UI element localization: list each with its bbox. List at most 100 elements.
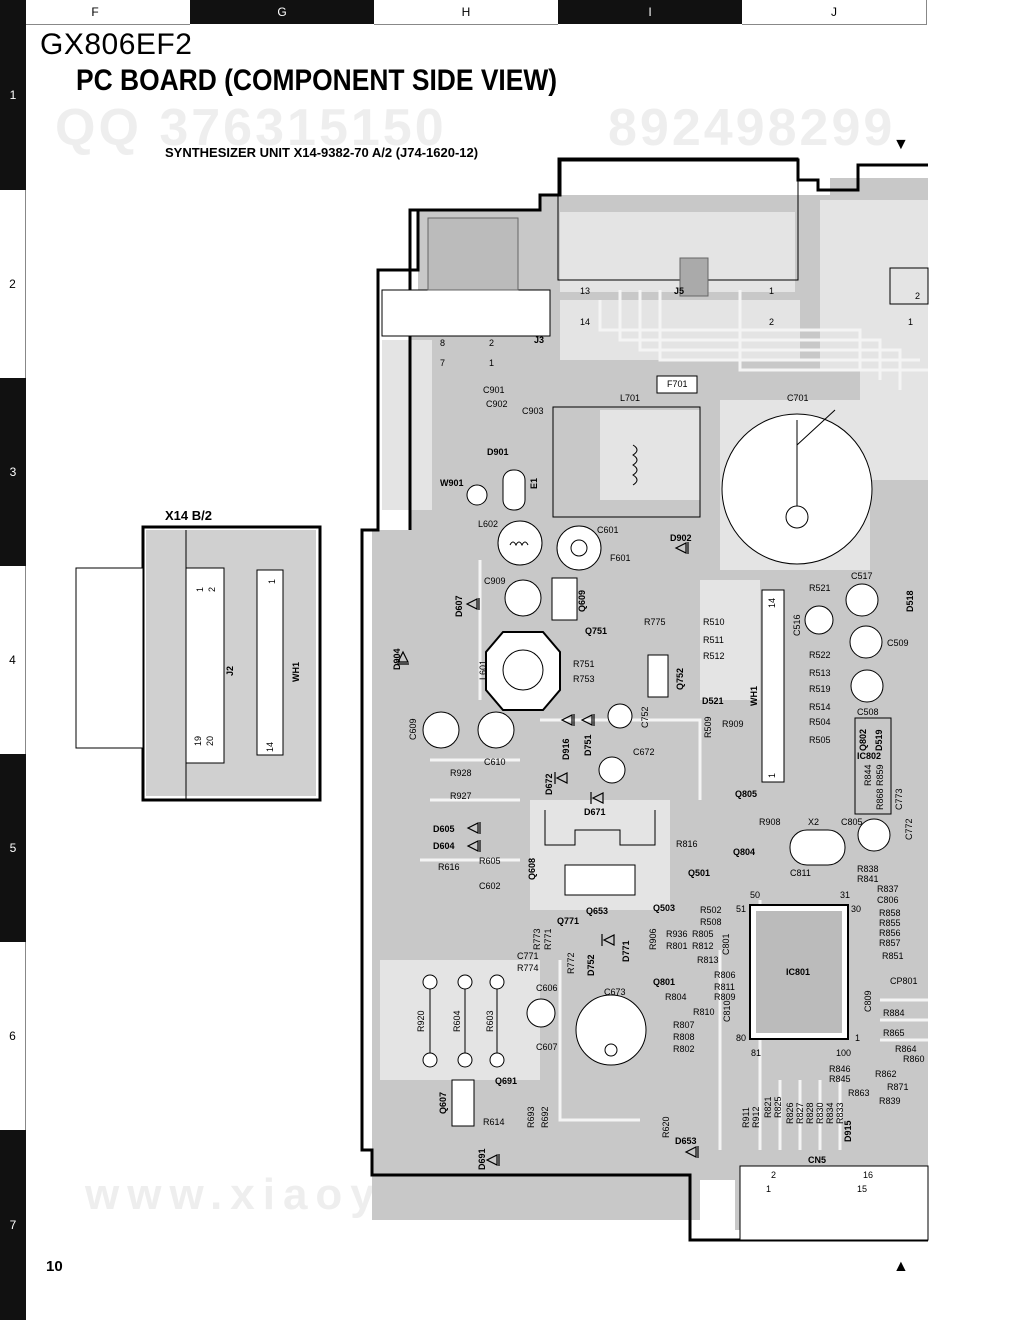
pin-label: 2 (915, 291, 921, 301)
component-label: R816 (676, 839, 698, 849)
component-label: Q609 (577, 589, 587, 612)
component-label: C606 (536, 983, 558, 993)
component-label: D671 (584, 807, 606, 817)
component-label: C509 (887, 638, 909, 648)
pin-label: 1 (766, 1184, 772, 1194)
component-label: R863 (848, 1088, 870, 1098)
component-label: R805 (692, 929, 714, 939)
component-label: C771 (517, 951, 539, 961)
pin-label: 2 (207, 586, 217, 592)
component-label: R620 (661, 1116, 671, 1138)
component-label: R841 (857, 874, 879, 884)
pin-label: 51 (736, 904, 747, 914)
component-label: R693 (526, 1106, 536, 1128)
component-label: R809 (714, 992, 736, 1002)
pin-label: 19 (193, 735, 203, 746)
pin-label: 14 (767, 597, 777, 608)
component-label: R521 (809, 583, 831, 593)
column-label: I (648, 5, 652, 19)
component-label: R502 (700, 905, 722, 915)
connector-j3: J3 (534, 335, 545, 345)
component-label: C809 (863, 990, 873, 1012)
component-label: D672 (544, 773, 554, 795)
row-2: 2 (0, 190, 26, 378)
component-label: C610 (484, 757, 506, 767)
component-label: R856 (879, 928, 901, 938)
component-label: R857 (879, 938, 901, 948)
component-label: R830 (815, 1102, 825, 1124)
component-label: R511 (703, 635, 724, 645)
component-label: Q607 (438, 1091, 448, 1114)
component-label: D653 (675, 1136, 697, 1146)
pin-label: 16 (863, 1170, 874, 1180)
component-label: R862 (875, 1069, 897, 1079)
component-label: D518 (905, 590, 915, 612)
pin-label: 15 (857, 1184, 868, 1194)
row-6: 6 (0, 942, 26, 1130)
row-label: 2 (9, 277, 16, 291)
pin-label: 1 (489, 358, 495, 368)
connector-wh1-left: WH1 (291, 662, 301, 682)
pin-label: 1 (267, 578, 277, 584)
row-7: 7 (0, 1130, 26, 1320)
column-G: G (190, 0, 374, 24)
watermark-qq: QQ 376315150 (55, 99, 447, 157)
pin-label: 8 (440, 338, 446, 348)
component-label: IC802 (857, 751, 882, 761)
component-label: Q608 (527, 857, 537, 880)
component-label: Q805 (735, 789, 758, 799)
component-label: R812 (692, 941, 714, 951)
row-3: 3 (0, 378, 26, 566)
component-label: R773 (532, 928, 542, 950)
component-label: R804 (665, 992, 687, 1002)
component-label: R851 (882, 951, 904, 961)
component-label: X2 (808, 817, 820, 827)
component-label: R808 (673, 1032, 695, 1042)
component-label: R813 (697, 955, 719, 965)
component-label: C672 (633, 747, 655, 757)
component-label: C517 (851, 571, 873, 581)
component-label: R508 (700, 917, 722, 927)
component-label: R860 (903, 1054, 925, 1064)
component-label: D691 (477, 1148, 487, 1170)
column-F: F (0, 0, 190, 25)
component-label: R864 (895, 1044, 917, 1054)
component-label: R510 (703, 617, 725, 627)
pin-label: 2 (489, 338, 495, 348)
pin-label: 1 (767, 772, 777, 778)
component-label: R514 (809, 702, 831, 712)
component-label: D915 (843, 1120, 853, 1142)
component-label: R928 (450, 768, 472, 778)
component-label: R512 (703, 651, 725, 661)
row-label: 3 (9, 465, 17, 479)
component-label: L602 (478, 519, 499, 529)
column-I: I (558, 0, 742, 24)
component-label: C516 (792, 614, 802, 636)
component-label: D901 (487, 447, 509, 457)
row-1: 1 (0, 0, 26, 190)
component-label: R775 (644, 617, 666, 627)
component-label: R838 (857, 864, 879, 874)
pin-label: 1 (855, 1033, 861, 1043)
component-label: R868 (875, 788, 885, 810)
component-label: R772 (566, 952, 576, 974)
component-label: R821 (763, 1096, 773, 1118)
connector-j5: J5 (674, 286, 685, 296)
column-H: H (374, 0, 558, 25)
row-5: 5 (0, 754, 26, 942)
component-label: R505 (809, 735, 831, 745)
page-title: PC BOARD (COMPONENT SIDE VIEW) (76, 64, 558, 97)
component-label: CP801 (890, 976, 918, 986)
component-label: Q653 (586, 906, 609, 916)
component-label: R603 (485, 1010, 495, 1032)
component-label: R834 (825, 1102, 835, 1124)
component-label: R884 (883, 1008, 905, 1018)
pin-label: 7 (440, 358, 446, 368)
row-label: 7 (9, 1218, 17, 1232)
component-label: R936 (666, 929, 688, 939)
component-label: R837 (877, 884, 899, 894)
pin-label: 1 (769, 286, 775, 296)
pin-label: 100 (836, 1048, 852, 1058)
pin-label: 1 (908, 317, 914, 327)
